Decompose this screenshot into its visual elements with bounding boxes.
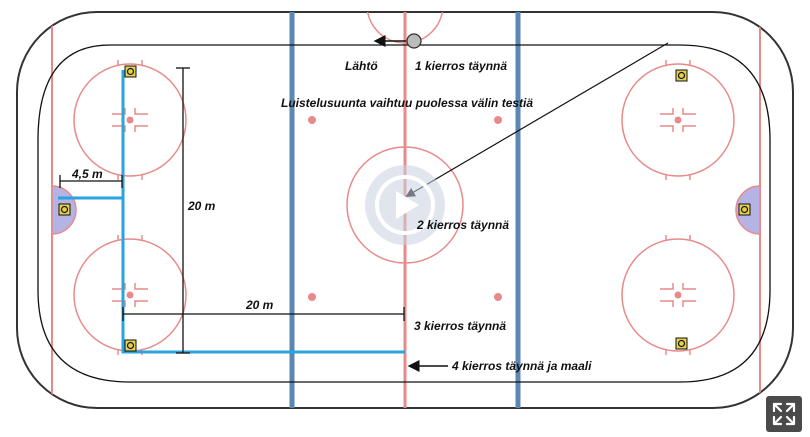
faceoff-circle-top-right	[621, 60, 735, 180]
dimension-20m-vertical-label: 20 m	[187, 199, 216, 213]
skating-track	[37, 44, 771, 383]
cone-marker-icon	[675, 69, 688, 82]
dimension-20m-horizontal	[122, 307, 405, 321]
expand-icon	[772, 402, 796, 426]
dimension-4-5m-label: 4,5 m	[71, 167, 103, 181]
cone-marker-icon	[738, 203, 751, 216]
lap2-label: 2 kierros täynnä	[416, 218, 509, 232]
play-button[interactable]	[365, 165, 445, 245]
cone-marker-icon	[124, 339, 137, 352]
lap3-label: 3 kierros täynnä	[414, 319, 506, 333]
cone-marker-icon	[675, 337, 688, 350]
lap1-label: 1 kierros täynnä	[415, 59, 507, 73]
lap4-label: 4 kierros täynnä ja maali	[451, 359, 592, 373]
neutral-dot	[308, 293, 316, 301]
center-circle	[346, 146, 464, 264]
cone-marker-icon	[58, 203, 71, 216]
cone-marker-icon	[124, 65, 137, 78]
play-icon	[396, 191, 419, 219]
start-label: Lähtö	[345, 59, 378, 73]
faceoff-circle-top-left	[73, 60, 187, 180]
dimension-4-5m	[59, 175, 123, 188]
start-marker-icon	[406, 33, 422, 49]
neutral-dot	[494, 293, 502, 301]
dimension-20m-vertical	[176, 67, 190, 354]
direction-label: Luistelusuunta vaihtuu puolessa välin te…	[281, 96, 533, 110]
dimension-20m-horizontal-label: 20 m	[245, 298, 274, 312]
lap2-pointer-arrow	[405, 42, 669, 197]
course-path	[58, 70, 405, 354]
neutral-dot	[494, 116, 502, 124]
neutral-dot	[308, 116, 316, 124]
expand-button[interactable]	[766, 396, 802, 432]
referee-crease	[366, 12, 444, 44]
faceoff-circle-bottom-right	[621, 235, 735, 355]
